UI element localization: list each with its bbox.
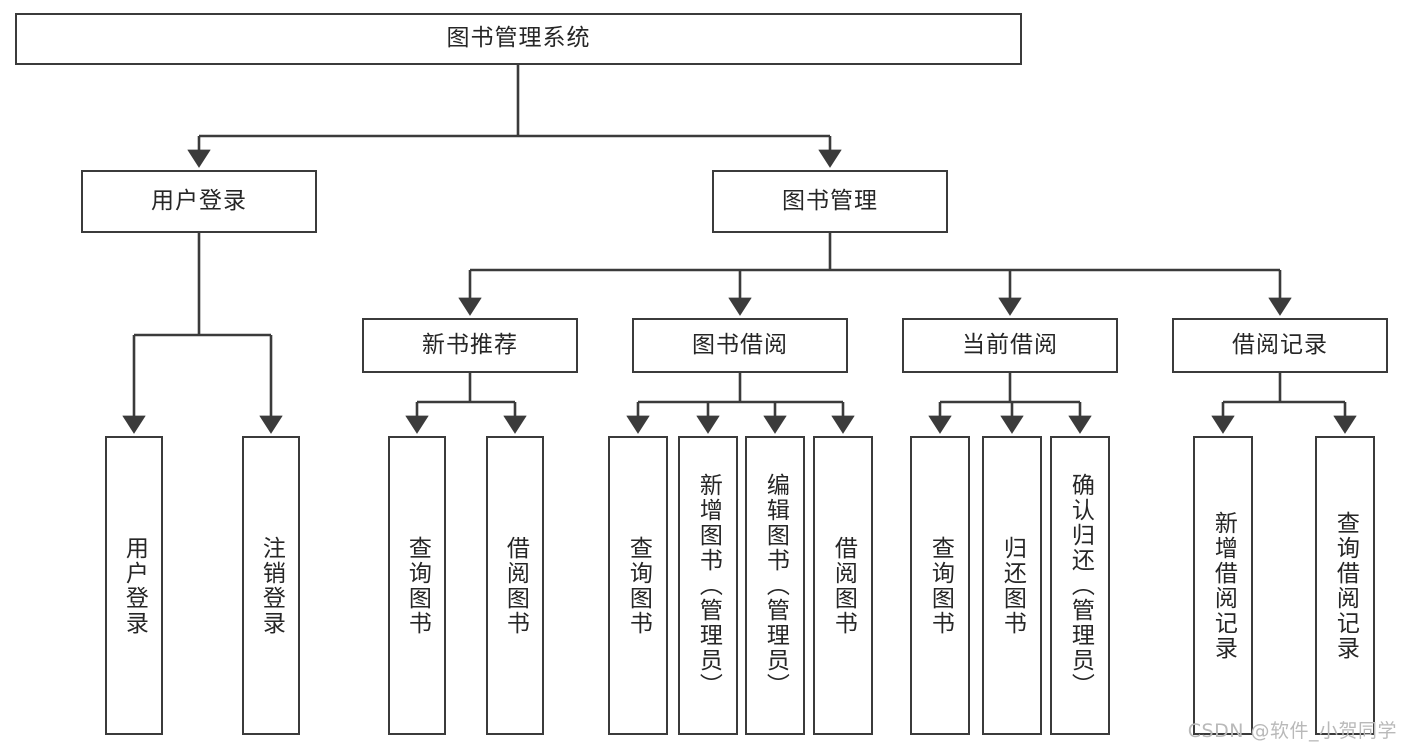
node-label: 图书管理 (782, 187, 878, 214)
node-label: 借阅图书 (830, 535, 857, 636)
node-leaf-edit-book-admin[interactable]: 编辑图书（管理员） (745, 436, 805, 735)
node-user-login[interactable]: 用户登录 (81, 170, 317, 233)
node-leaf-add-book-admin[interactable]: 新增图书（管理员） (678, 436, 738, 735)
node-leaf-borrow-book-bor[interactable]: 借阅图书 (813, 436, 873, 735)
node-leaf-confirm-return-admin[interactable]: 确认归还（管理员） (1050, 436, 1110, 735)
node-label: 查询图书 (625, 535, 652, 636)
node-label: 借阅记录 (1232, 331, 1328, 358)
node-label: 查询图书 (927, 535, 954, 636)
node-leaf-return-book[interactable]: 归还图书 (982, 436, 1042, 735)
node-root[interactable]: 图书管理系统 (15, 13, 1022, 65)
node-label: 用户登录 (121, 535, 148, 636)
node-label: 查询图书 (404, 535, 431, 636)
node-leaf-user-logout[interactable]: 注销登录 (242, 436, 300, 735)
node-label: 借阅图书 (502, 535, 529, 636)
node-label: 查询借阅记录 (1332, 510, 1359, 661)
node-book-manage[interactable]: 图书管理 (712, 170, 948, 233)
node-label: 编辑图书（管理员） (762, 473, 789, 698)
node-new-book-recommend[interactable]: 新书推荐 (362, 318, 578, 373)
node-label: 新增借阅记录 (1210, 510, 1237, 661)
node-label: 新书推荐 (422, 331, 518, 358)
node-label: 用户登录 (151, 187, 247, 214)
node-current-borrow[interactable]: 当前借阅 (902, 318, 1118, 373)
node-borrow-record[interactable]: 借阅记录 (1172, 318, 1388, 373)
node-book-borrow[interactable]: 图书借阅 (632, 318, 848, 373)
node-label: 确认归还（管理员） (1067, 473, 1094, 698)
node-leaf-borrow-book-rec[interactable]: 借阅图书 (486, 436, 544, 735)
node-label: 图书借阅 (692, 331, 788, 358)
node-leaf-user-login[interactable]: 用户登录 (105, 436, 163, 735)
node-label: 注销登录 (258, 535, 285, 636)
node-label: 归还图书 (999, 535, 1026, 636)
watermark: CSDN @软件_小贺同学 (1187, 720, 1397, 742)
node-leaf-query-book-cur[interactable]: 查询图书 (910, 436, 970, 735)
node-leaf-add-borrow-record[interactable]: 新增借阅记录 (1193, 436, 1253, 735)
node-leaf-query-book-bor[interactable]: 查询图书 (608, 436, 668, 735)
node-label: 当前借阅 (962, 331, 1058, 358)
node-label: 新增图书（管理员） (695, 473, 722, 698)
node-leaf-query-borrow-record[interactable]: 查询借阅记录 (1315, 436, 1375, 735)
node-leaf-query-book-rec[interactable]: 查询图书 (388, 436, 446, 735)
node-label: 图书管理系统 (446, 25, 591, 52)
